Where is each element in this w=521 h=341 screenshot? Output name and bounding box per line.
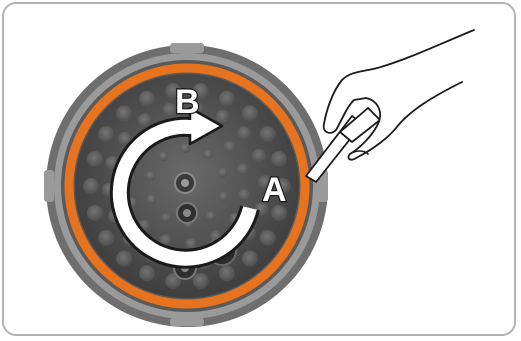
lid-dimple — [237, 163, 249, 175]
lid-dimple — [260, 230, 276, 246]
lid-dimple — [260, 126, 276, 142]
lid-dimple — [206, 211, 216, 221]
lid-dimple — [252, 149, 266, 163]
lid-dimple — [219, 265, 235, 281]
lid-dimple — [158, 151, 168, 161]
lid-dimple — [238, 189, 250, 201]
lid-dimple — [98, 126, 114, 142]
label-b: B — [175, 83, 200, 121]
lid-dimple — [98, 230, 114, 246]
lid-dimple — [271, 151, 287, 167]
label-a: A — [262, 171, 287, 209]
lid-dimple — [219, 91, 235, 107]
lid-dimple — [219, 191, 229, 201]
lid-dimple — [242, 251, 258, 267]
lid-dimple — [139, 265, 155, 281]
float-valve — [177, 203, 197, 223]
lid-dimple — [242, 105, 258, 121]
lid-dimple — [203, 149, 213, 159]
hand-holding-tool-icon — [306, 30, 474, 182]
lid-dimple — [216, 110, 230, 124]
lid-dimple — [218, 168, 228, 178]
lid-dimple — [116, 105, 132, 121]
lid-dimple — [87, 151, 103, 167]
lid-dimple — [161, 213, 171, 223]
lid-dimple — [116, 251, 132, 267]
lid-dimple — [237, 126, 251, 140]
lid-dimple — [83, 178, 99, 194]
lid-dimple — [193, 273, 209, 289]
lid-dimple — [224, 141, 236, 153]
lid-dimple — [138, 113, 152, 127]
lid-dimple — [87, 205, 103, 221]
lid-dimple — [139, 91, 155, 107]
lid-dimple — [146, 194, 156, 204]
lid-dimple — [185, 238, 197, 250]
center-valve — [175, 173, 195, 193]
lid-dimple — [145, 171, 155, 181]
